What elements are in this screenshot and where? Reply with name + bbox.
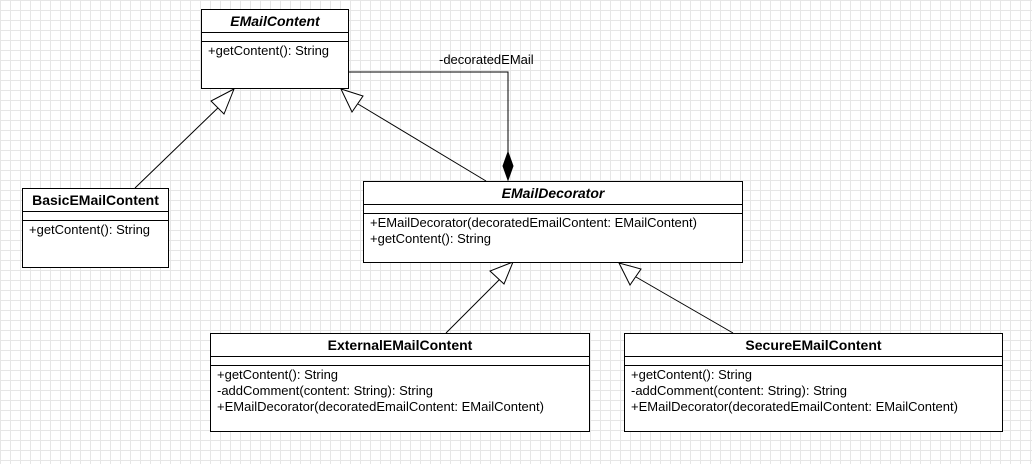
operation: +getContent(): String (208, 43, 330, 58)
operation: +EMailDecorator(decoratedEmailContent: E… (370, 215, 697, 230)
generalization-secure-to-decorator[interactable] (635, 276, 734, 334)
class-name: EMailDecorator (364, 182, 742, 205)
operations-compartment: +EMailDecorator(decoratedEmailContent: E… (364, 214, 742, 247)
attributes-compartment (364, 205, 742, 214)
operations-compartment: +getContent(): String -addComment(conten… (625, 366, 1002, 415)
class-external-emailcontent[interactable]: ExternalEMailContent +getContent(): Stri… (210, 333, 590, 432)
class-name: EMailContent (202, 10, 348, 33)
operation: +getContent(): String (370, 231, 492, 246)
class-basic-emailcontent[interactable]: BasicEMailContent +getContent(): String (22, 188, 169, 268)
operation: -addComment(content: String): String (631, 383, 848, 398)
generalization-arrowhead-icon (210, 87, 235, 115)
class-secure-emailcontent[interactable]: SecureEMailContent +getContent(): String… (624, 333, 1003, 432)
generalization-arrowhead-icon (618, 262, 642, 286)
operation: +getContent(): String (631, 367, 753, 382)
operations-compartment: +getContent(): String (202, 42, 348, 59)
operations-compartment: +getContent(): String (23, 221, 168, 238)
operation: +EMailDecorator(decoratedEmailContent: E… (631, 399, 958, 414)
generalization-arrowhead-icon (489, 261, 514, 285)
generalization-external-to-decorator[interactable] (445, 277, 502, 334)
class-name: ExternalEMailContent (211, 334, 589, 357)
operations-compartment: +getContent(): String -addComment(conten… (211, 366, 589, 415)
composition-diamond-icon (502, 150, 514, 182)
operation: -addComment(content: String): String (217, 383, 434, 398)
operation: +EMailDecorator(decoratedEmailContent: E… (217, 399, 544, 414)
generalization-decorator-to-emailcontent[interactable] (357, 103, 487, 182)
operation: +getContent(): String (29, 222, 151, 237)
class-emailcontent[interactable]: EMailContent +getContent(): String (201, 9, 349, 89)
class-emaildecorator[interactable]: EMailDecorator +EMailDecorator(decorated… (363, 181, 743, 263)
generalization-arrowhead-icon (340, 88, 364, 113)
class-name: BasicEMailContent (23, 189, 168, 212)
composition-decorated-email[interactable] (348, 71, 509, 152)
attributes-compartment (23, 212, 168, 221)
class-name: SecureEMailContent (625, 334, 1002, 357)
generalization-basic-to-emailcontent[interactable] (134, 102, 224, 189)
association-label-decorated-email: -decoratedEMail (439, 52, 534, 67)
attributes-compartment (625, 357, 1002, 366)
operation: +getContent(): String (217, 367, 339, 382)
attributes-compartment (202, 33, 348, 42)
attributes-compartment (211, 357, 589, 366)
